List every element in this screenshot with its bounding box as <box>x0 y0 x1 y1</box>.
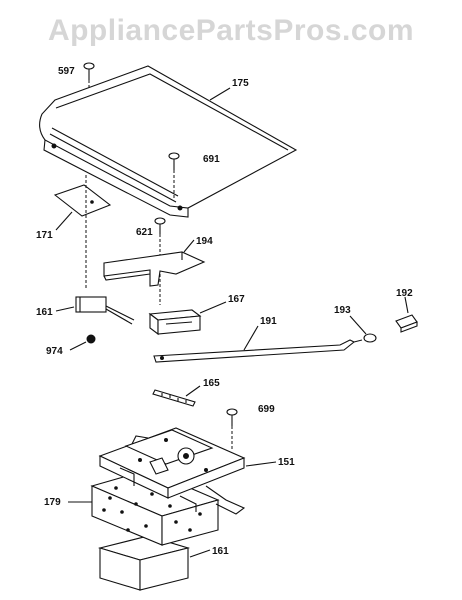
bracket-194[interactable] <box>103 251 206 287</box>
label-167: 167 <box>228 294 245 305</box>
label-175: 175 <box>232 78 249 89</box>
label-165: 165 <box>203 378 220 389</box>
control-mechanism-151[interactable] <box>98 427 246 515</box>
insulation-179[interactable] <box>90 469 220 546</box>
pin-193[interactable] <box>353 333 377 343</box>
nut-974[interactable] <box>86 334 96 344</box>
screw-597[interactable] <box>83 62 95 80</box>
label-621: 621 <box>136 227 153 238</box>
leader-193 <box>349 315 367 335</box>
label-193: 193 <box>334 305 351 316</box>
label-974: 974 <box>46 346 63 357</box>
watermark: AppliancePartsPros.com <box>47 14 415 47</box>
label-179: 179 <box>44 497 61 508</box>
base-block-161[interactable] <box>97 535 191 591</box>
leader-192 <box>404 296 409 314</box>
screw-621[interactable] <box>154 217 166 234</box>
label-161a: 161 <box>36 307 53 318</box>
spring-165[interactable] <box>152 389 196 407</box>
leader-167 <box>199 301 227 314</box>
leader-base-161 <box>189 549 211 558</box>
screw-691[interactable] <box>168 152 180 170</box>
leader-161 <box>55 306 75 312</box>
label-191: 191 <box>260 316 277 327</box>
label-699: 699 <box>258 404 275 415</box>
switch-161[interactable] <box>75 296 135 325</box>
label-151: 151 <box>278 457 295 468</box>
knob-192[interactable] <box>395 314 418 333</box>
leader-151 <box>245 461 277 467</box>
leader-175 <box>209 87 231 101</box>
rod-191[interactable] <box>153 339 356 363</box>
label-171: 171 <box>36 230 53 241</box>
label-691: 691 <box>203 154 220 165</box>
label-597: 597 <box>58 66 75 77</box>
actuator-167[interactable] <box>148 309 202 336</box>
leader-165 <box>185 385 201 397</box>
top-cover-175[interactable] <box>39 65 298 218</box>
label-161b: 161 <box>212 546 229 557</box>
leader-191 <box>243 325 259 351</box>
leader-974 <box>69 341 87 351</box>
leader-171 <box>55 211 73 231</box>
screw-699[interactable] <box>226 408 238 426</box>
label-192: 192 <box>396 288 413 299</box>
label-194: 194 <box>196 236 213 247</box>
leader-194 <box>183 239 195 253</box>
insulator-plate-171[interactable] <box>53 184 112 217</box>
